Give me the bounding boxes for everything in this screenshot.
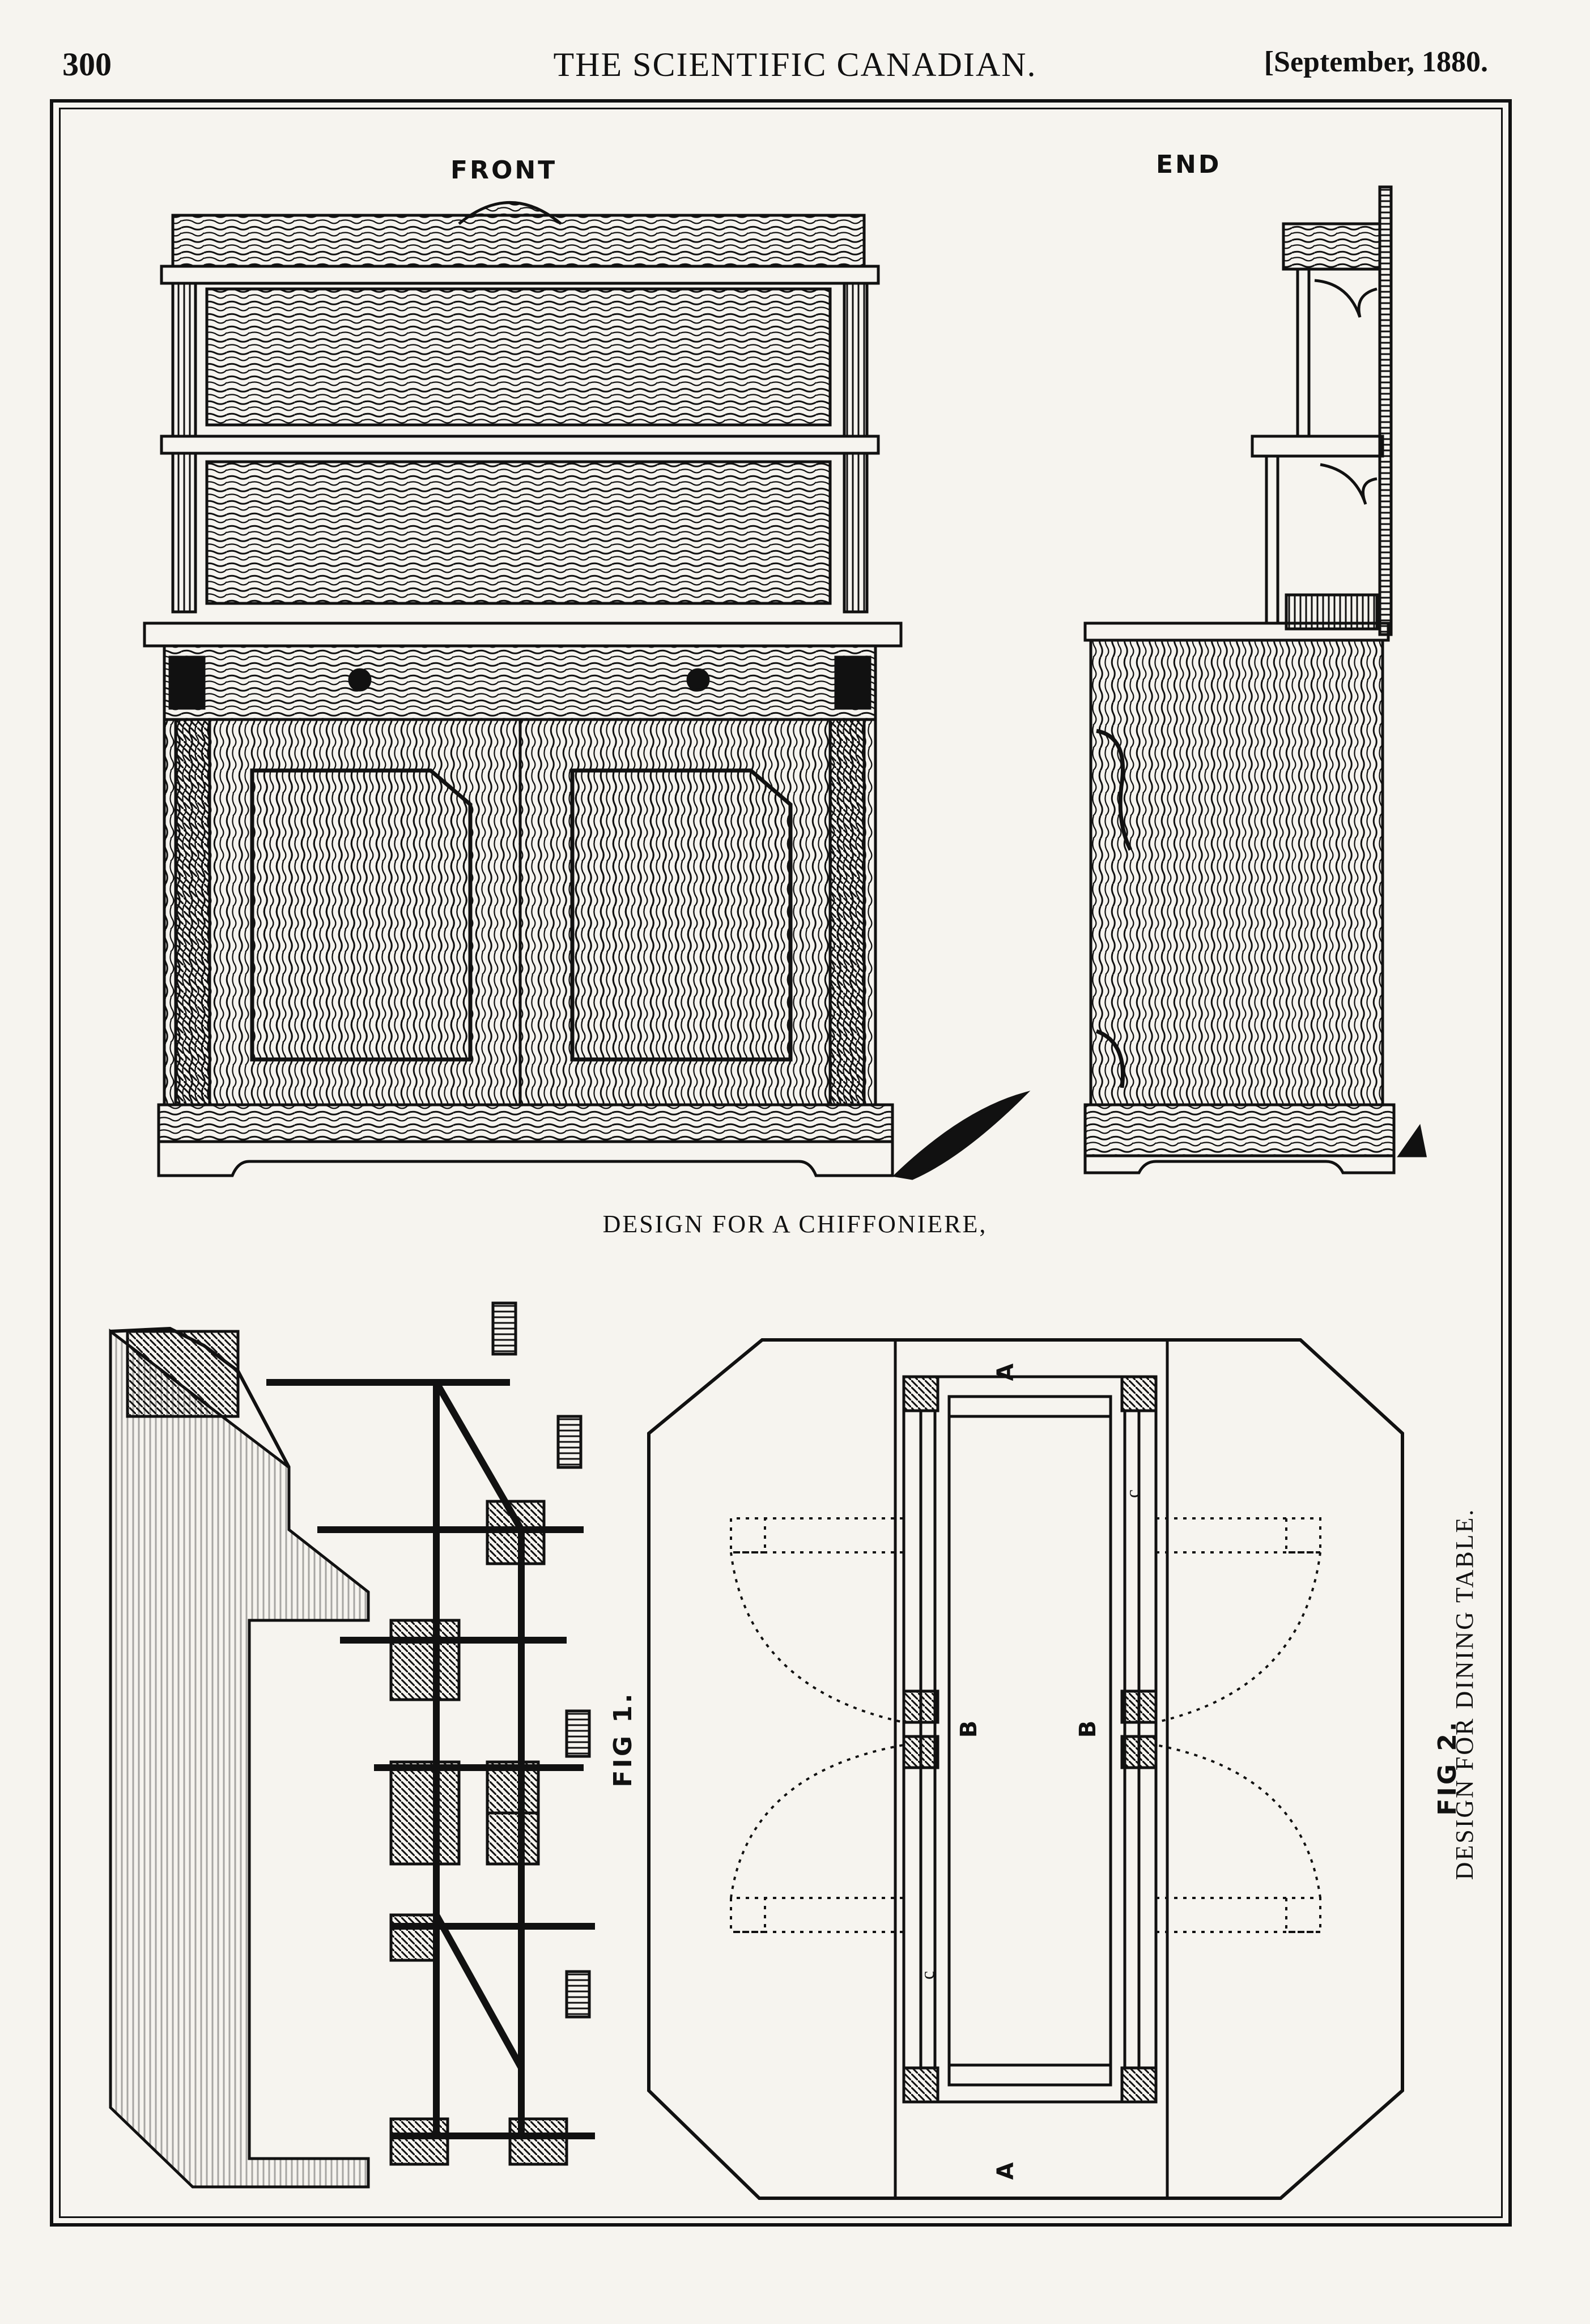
dining-table-caption: DESIGN FOR DINING TABLE. xyxy=(1451,1508,1478,1880)
chiffoniere-caption: DESIGN FOR A CHIFFONIERE, xyxy=(602,1210,988,1238)
fig2-dining-table-plan xyxy=(647,1338,1404,2200)
fig2-mark-c-right: c xyxy=(1123,1487,1143,1499)
fig1-table-frame-drawing xyxy=(109,1301,595,2189)
fig2-mark-a-bottom: A xyxy=(993,2160,1019,2180)
chiffoniere-end-drawing xyxy=(1083,185,1427,1174)
fig2-mark-a-top: A xyxy=(993,1361,1019,1381)
front-label: FRONT xyxy=(450,156,558,185)
fig2-mark-b-right: B xyxy=(1075,1718,1101,1738)
page-header: 300 THE SCIENTIFIC CANADIAN. [September,… xyxy=(0,45,1590,96)
fig2-mark-b-left: B xyxy=(956,1718,982,1738)
journal-title: THE SCIENTIFIC CANADIAN. xyxy=(553,46,1037,83)
page-number: 300 xyxy=(62,46,112,83)
fig2-mark-c-left: c xyxy=(917,1969,938,1980)
chiffoniere-front-drawing xyxy=(143,201,1031,1180)
issue-date: [September, 1880. xyxy=(1264,46,1488,78)
page-frame-inner xyxy=(59,108,1503,2218)
page-frame xyxy=(50,99,1512,2227)
end-label: END xyxy=(1156,150,1222,179)
fig1-label: FIG 1. xyxy=(609,1691,637,1787)
